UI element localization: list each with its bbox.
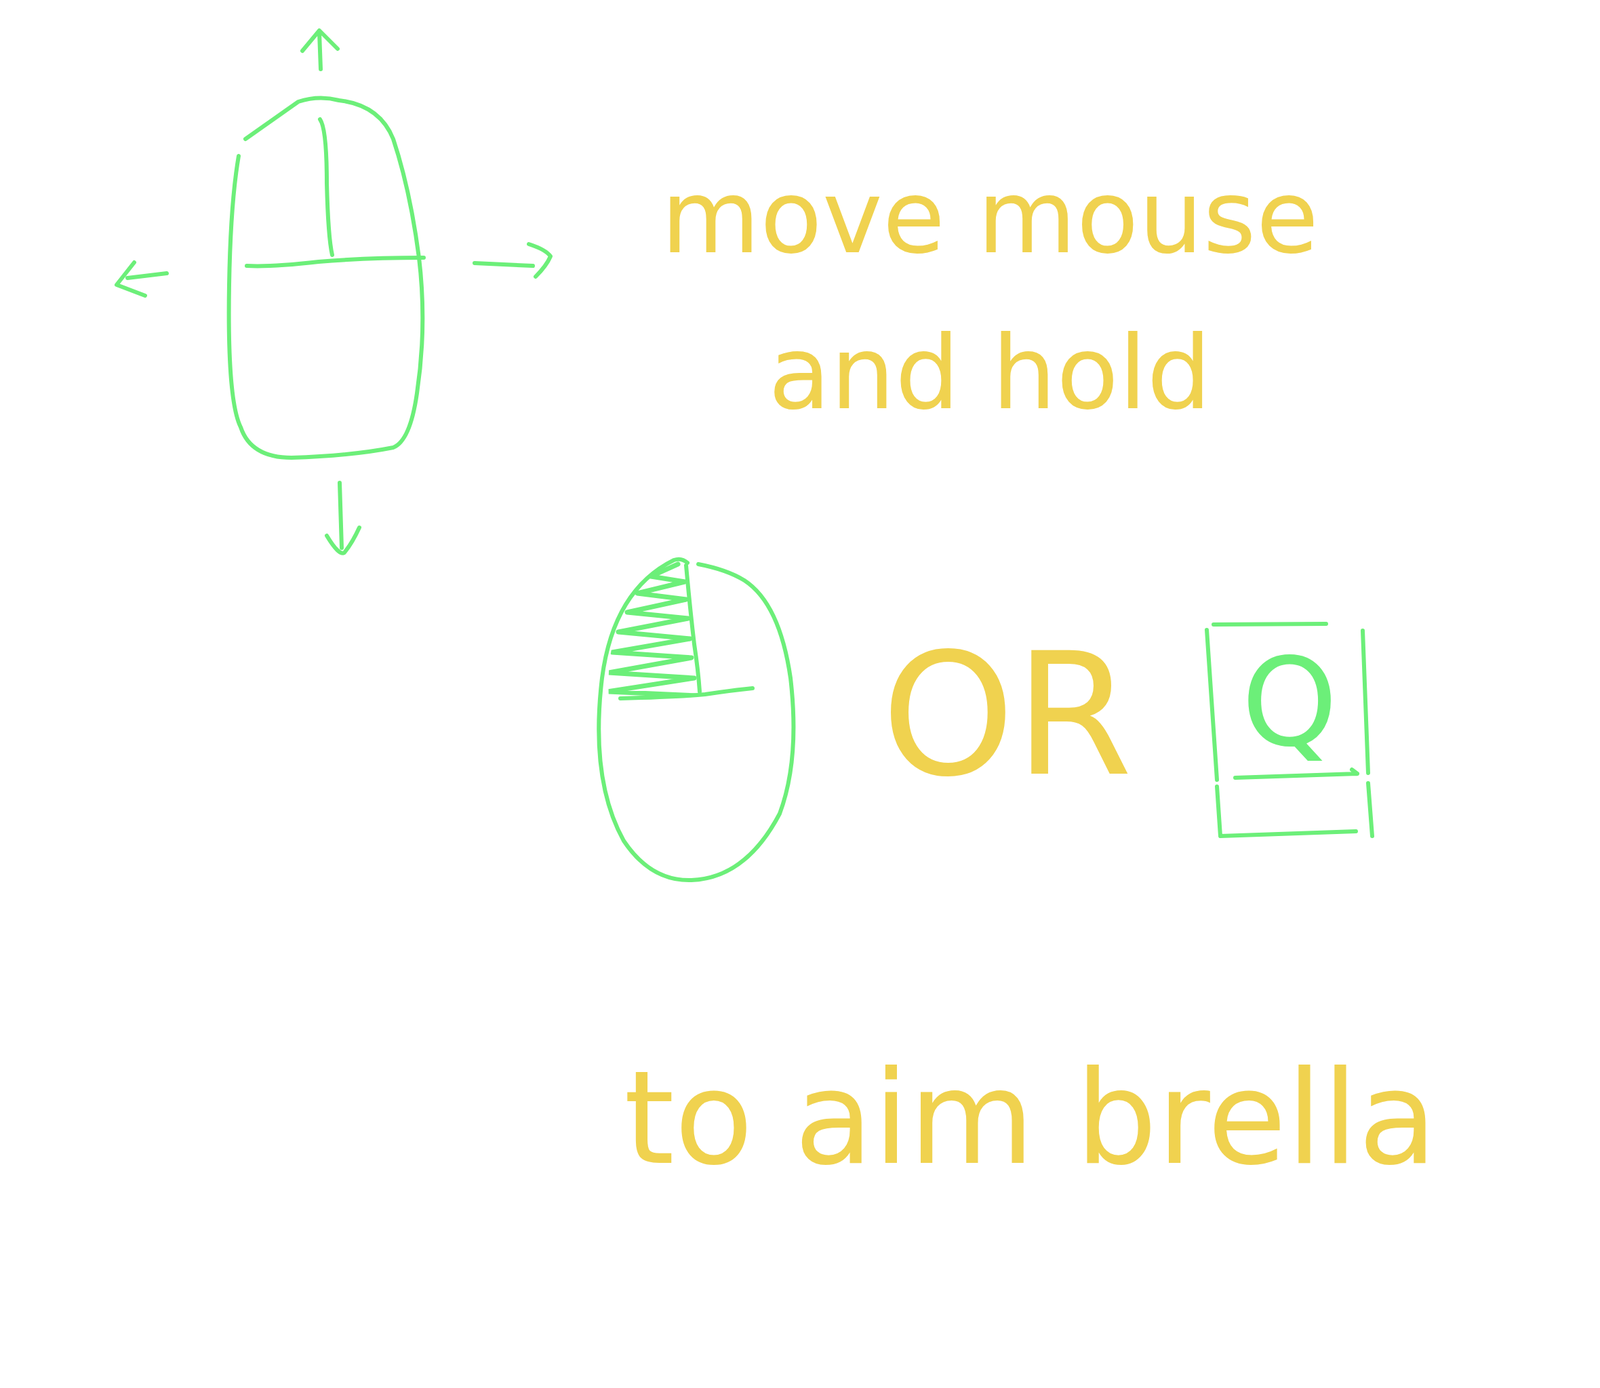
- mouse-body: [598, 559, 794, 880]
- mouse-divider: [686, 565, 700, 692]
- mouse-divider: [246, 257, 424, 266]
- instruction-text: to aim brella: [555, 1030, 1506, 1207]
- arrow-left: [116, 262, 167, 296]
- instruction-text: OR: [881, 613, 1099, 817]
- arrow-right: [474, 244, 551, 277]
- pressed-button-hatch: [607, 564, 697, 696]
- key-outline-stroke: [1206, 623, 1373, 836]
- key-cap: Q: [1204, 620, 1375, 841]
- mouse-body: [229, 97, 424, 458]
- mouse-divider: [320, 119, 333, 255]
- key-letter: Q: [1220, 635, 1359, 771]
- arrow-up: [302, 30, 338, 70]
- arrow-down: [326, 482, 360, 554]
- instruction-text: move mouse and hold: [616, 138, 1363, 451]
